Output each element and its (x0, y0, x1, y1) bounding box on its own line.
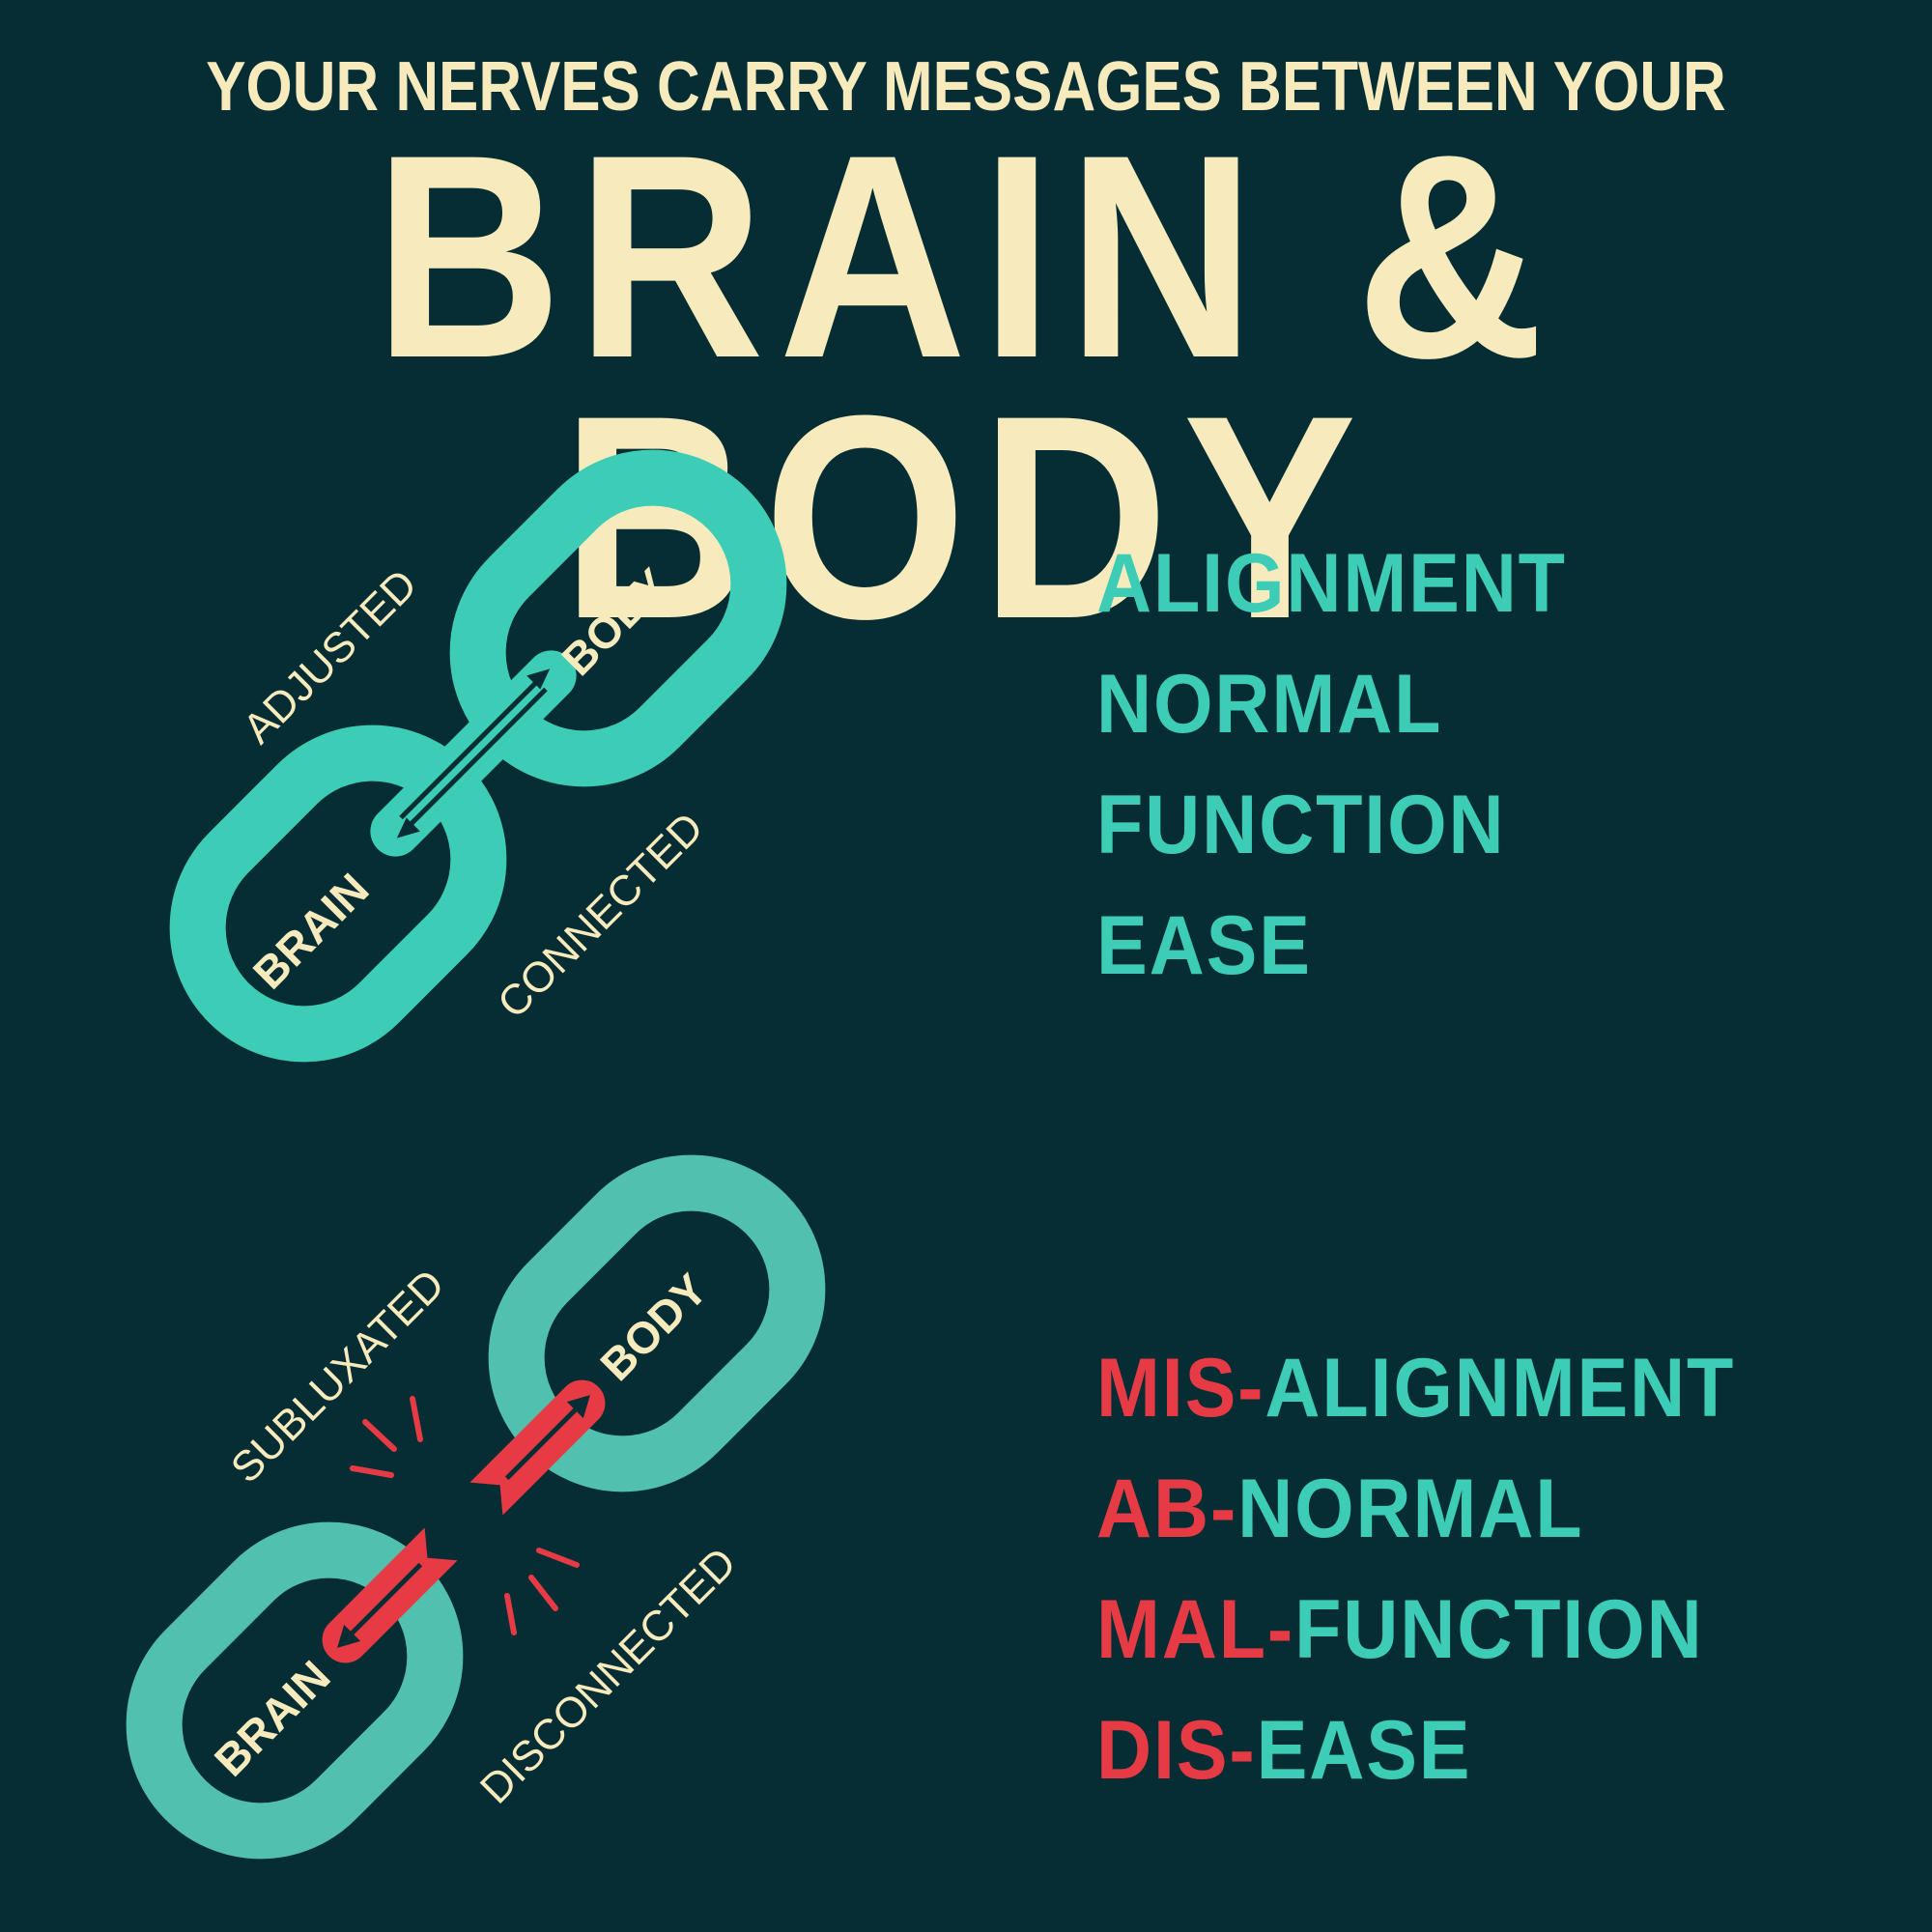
broken-arrow-icon (469, 1379, 606, 1516)
connected-brain-label: BRAIN (243, 864, 379, 999)
headline-title: BRAIN & BODY (374, 94, 1558, 679)
term-word: ALIGNMENT (1264, 1342, 1736, 1435)
term-word: FUNCTION (1294, 1583, 1704, 1676)
disconnected-label: DISCONNECTED (471, 1539, 746, 1813)
disconnected-brain-label: BRAIN (205, 1651, 340, 1786)
disconnected-terms-list: MIS-ALIGNMENT AB-NORMAL MAL-FUNCTION DIS… (1096, 1328, 1791, 1811)
subluxated-label: SUBLUXATED (222, 1261, 454, 1492)
term-normal: NORMAL (1096, 658, 1443, 751)
term-dis-ease: DIS-EASE (1096, 1690, 1735, 1811)
chain-link-broken-icon (126, 1154, 826, 1860)
connected-label: CONNECTED (489, 804, 713, 1028)
term-function: FUNCTION (1096, 779, 1506, 871)
spark-burst-icon (350, 1396, 580, 1635)
term-word: NORMAL (1237, 1463, 1584, 1555)
connected-body-label: BODY (552, 558, 678, 685)
term-mis-alignment: MIS-ALIGNMENT (1096, 1328, 1735, 1449)
chain-link-connected-icon (169, 449, 787, 1063)
adjusted-label: ADJUSTED (234, 560, 426, 753)
term-prefix: DIS- (1096, 1704, 1257, 1797)
term-prefix: MAL- (1096, 1583, 1295, 1676)
term-mal-function: MAL-FUNCTION (1096, 1570, 1735, 1690)
term-ab-normal: AB-NORMAL (1096, 1449, 1735, 1570)
broken-arrow-lower-icon (322, 1527, 458, 1663)
term-alignment: ALIGNMENT (1096, 537, 1567, 630)
disconnected-body-label: BODY (590, 1264, 717, 1390)
headline-subtitle: YOUR NERVES CARRY MESSAGES BETWEEN YOUR (206, 48, 1726, 126)
term-prefix: AB- (1096, 1463, 1238, 1555)
connected-terms-list: ALIGNMENT NORMAL FUNCTION EASE (1096, 524, 1607, 1007)
term-word: EASE (1256, 1704, 1472, 1797)
double-arrow-icon (370, 650, 577, 857)
term-prefix: MIS- (1096, 1342, 1265, 1435)
term-ease: EASE (1096, 899, 1312, 992)
